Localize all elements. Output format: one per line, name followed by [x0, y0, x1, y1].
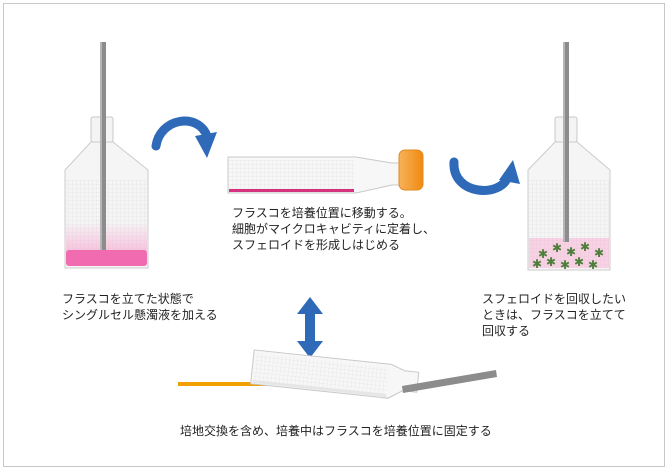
pipette-icon — [402, 370, 497, 393]
media-layer — [229, 189, 354, 192]
spheroid-icon: ✱ — [588, 258, 598, 272]
spheroid-icon: ✱ — [580, 240, 590, 254]
curved-arrow-icon — [151, 116, 217, 158]
spheroid-icon: ✱ — [566, 245, 576, 259]
step4-line-1: 培地交換を含め、培養中はフラスコを培養位置に固定する — [180, 424, 492, 438]
step3-caption: スフェロイドを回収したい ときは、フラスコを立てて 回収する — [482, 291, 626, 339]
step1-line-2: シングルセル懸濁液を加える — [62, 308, 218, 322]
step3-line-1: スフェロイドを回収したい — [482, 292, 627, 306]
step3-line-2: ときは、フラスコを立てて — [482, 308, 626, 322]
step2-caption: フラスコを培養位置に移動する。 細胞がマイクロキャビティに定着し、 スフェロイド… — [232, 205, 435, 253]
flask-cap — [398, 149, 424, 191]
curved-arrow-icon — [449, 157, 520, 195]
cell-suspension-media — [66, 250, 147, 266]
spheroid-icon: ✱ — [574, 255, 584, 269]
spheroid-icon: ✱ — [552, 241, 562, 255]
step3-line-3: 回収する — [482, 324, 531, 338]
spheroid-icon: ✱ — [532, 257, 542, 271]
step4-caption: 培地交換を含め、培養中はフラスコを培養位置に固定する — [180, 423, 492, 439]
step2-line-1: フラスコを培養位置に移動する。 — [232, 206, 412, 220]
step1-caption: フラスコを立てた状態で シングルセル懸濁液を加える — [62, 291, 218, 323]
step1-line-1: フラスコを立てた状態で — [62, 292, 194, 306]
bench-line — [178, 382, 300, 386]
flask-upright-left — [64, 116, 149, 269]
step2-line-3: スフェロイドを形成しはじめる — [232, 238, 401, 252]
pipette-icon — [563, 42, 569, 242]
spheroid-icon: ✱ — [546, 255, 556, 269]
flask-tilted-bottom — [178, 349, 497, 399]
spheroid-icon: ✱ — [560, 258, 570, 272]
double-arrow-icon — [297, 297, 323, 358]
step2-line-2: 細胞がマイクロキャビティに定着し、 — [232, 222, 436, 236]
spheroid-icon: ✱ — [594, 246, 604, 260]
spheroid-cluster: ✱ ✱ ✱ ✱ ✱ ✱ ✱ ✱ ✱ ✱ — [532, 240, 604, 272]
flask-horizontal-center — [227, 149, 424, 194]
pipette-icon — [100, 42, 106, 250]
spheroid-icon: ✱ — [538, 247, 548, 261]
